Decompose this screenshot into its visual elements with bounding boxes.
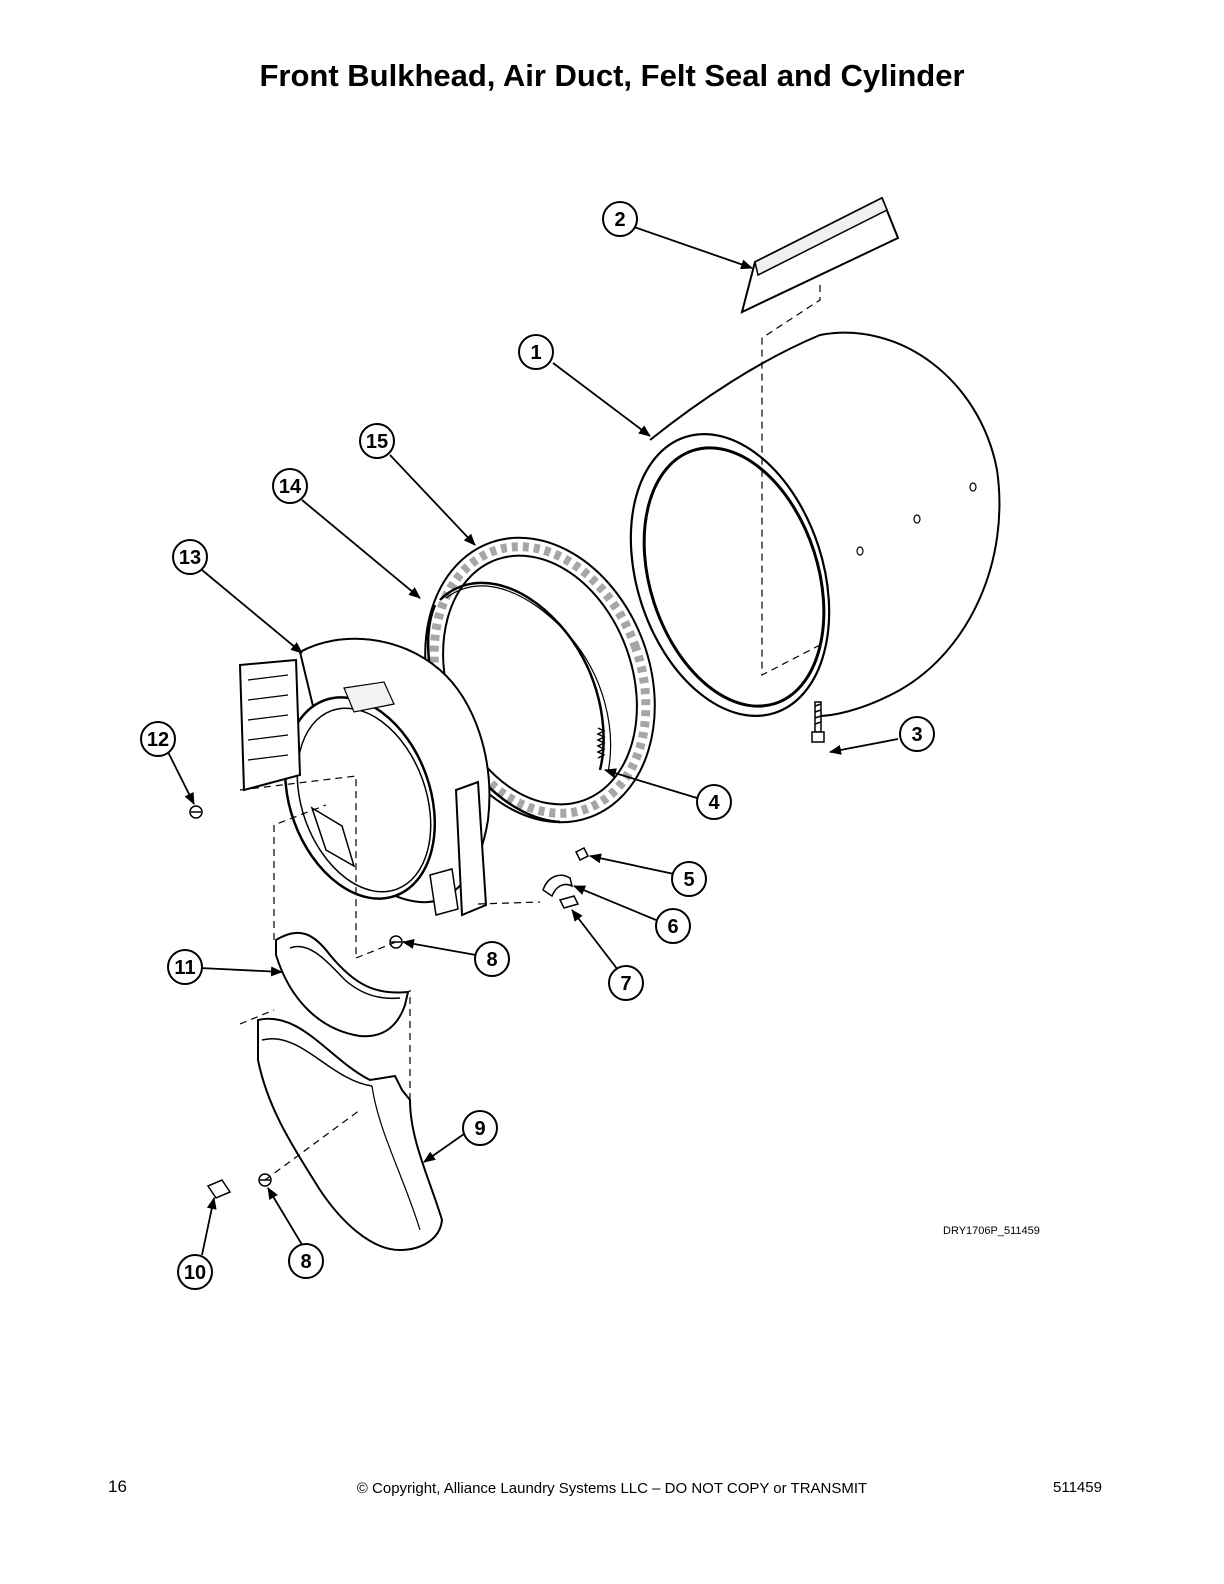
callout-14: 14 [279, 476, 302, 498]
callout-13: 13 [179, 547, 201, 569]
part-air-duct [257, 1017, 444, 1252]
page-number: 16 [108, 1477, 127, 1496]
part-lint-housing [275, 931, 410, 1038]
callout-3: 3 [911, 724, 922, 746]
callout-15: 15 [366, 431, 388, 453]
callout-6: 6 [667, 916, 678, 938]
callout-12: 12 [147, 729, 169, 751]
part-spring [596, 727, 606, 759]
callout-1: 1 [530, 342, 541, 364]
callout-10: 10 [184, 1262, 206, 1284]
part-cylinder [629, 331, 1001, 717]
page-title: Front Bulkhead, Air Duct, Felt Seal and … [259, 58, 965, 93]
callout-8-lower: 8 [300, 1251, 311, 1273]
part-plug-10 [206, 1179, 232, 1199]
callout-4: 4 [708, 792, 720, 814]
part-front-bulkhead [238, 637, 491, 917]
copyright-notice: © Copyright, Alliance Laundry Systems LL… [356, 1480, 868, 1497]
alignment-lines [239, 285, 821, 1181]
document-number: 511459 [1053, 1479, 1102, 1496]
leader-lines [167, 226, 899, 1256]
part-baffle [740, 196, 900, 314]
callout-7: 7 [620, 973, 631, 995]
callout-5: 5 [683, 869, 694, 891]
part-screw-12 [189, 805, 203, 819]
part-screw-3 [811, 701, 825, 743]
part-clip-6 [542, 874, 574, 898]
part-screw-5 [574, 846, 590, 862]
part-block-7 [558, 895, 580, 909]
drawing-code: DRY1706P_511459 [943, 1225, 1040, 1237]
callout-9: 9 [474, 1118, 485, 1140]
callout-2: 2 [614, 209, 625, 231]
callout-11: 11 [174, 957, 195, 979]
callout-8-upper: 8 [486, 949, 497, 971]
